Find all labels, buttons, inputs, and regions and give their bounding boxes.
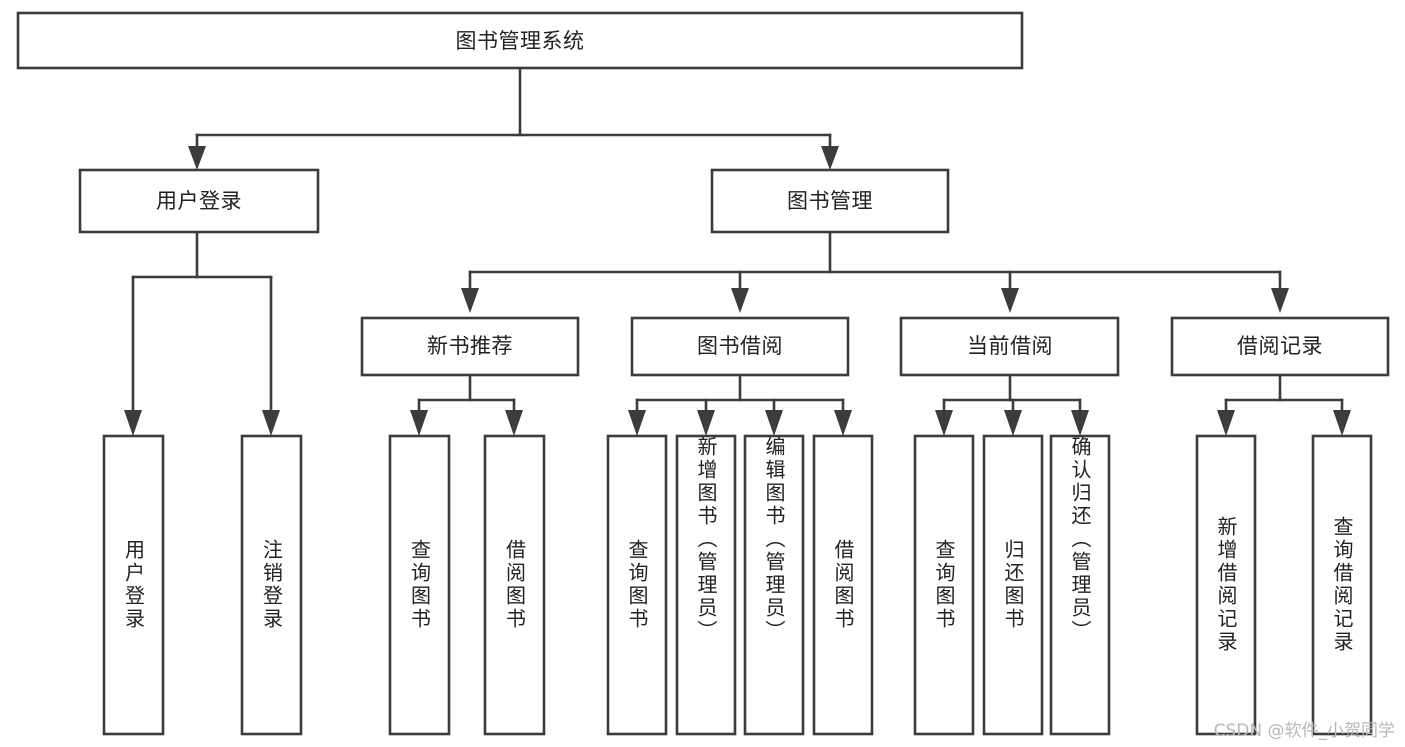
arrowhead-leaf-query-book-3	[935, 410, 953, 436]
arrowhead-leaf-edit-book	[765, 410, 783, 436]
node-current-borrow-label: 当前借阅	[967, 334, 1053, 358]
arrowhead-new-book-rec	[461, 288, 479, 313]
node-user-login-label: 用户登录	[156, 189, 242, 213]
arrowhead-current-borrow	[1001, 288, 1019, 313]
node-book-borrow-label: 图书借阅	[697, 334, 783, 358]
node-leaf-add-record-box[interactable]	[1195, 434, 1257, 736]
arrowhead-leaf-return-book	[1004, 410, 1022, 436]
node-book-manage-label: 图书管理	[787, 189, 873, 213]
arrowhead-leaf-borrow-book-1	[505, 410, 523, 436]
node-layer: 图书管理系统 用户登录 图书管理 新书推荐 图书借阅 当前借阅 借阅记录	[16, 11, 1390, 736]
node-new-book-rec-label: 新书推荐	[427, 334, 513, 358]
node-root-box[interactable]	[16, 11, 1024, 70]
node-leaf-add-book-box[interactable]	[675, 434, 737, 736]
node-leaf-query-book-3-box[interactable]	[913, 434, 975, 736]
node-borrow-record-label: 借阅记录	[1237, 334, 1323, 358]
arrowhead-leaf-add-book	[697, 410, 715, 436]
arrowhead-layer	[124, 146, 1351, 436]
node-leaf-query-book-1-box[interactable]	[388, 434, 451, 736]
node-book-manage-box[interactable]	[710, 168, 950, 234]
arrowhead-leaf-add-record	[1217, 410, 1235, 436]
node-leaf-user-login-box[interactable]	[102, 434, 165, 736]
arrowhead-leaf-borrow-book-2	[834, 410, 852, 436]
arrowhead-leaf-query-record	[1333, 410, 1351, 436]
arrowhead-borrow-record	[1271, 288, 1289, 313]
node-leaf-logout-login-box[interactable]	[240, 434, 303, 736]
arrowhead-leaf-logout-login	[262, 410, 280, 436]
arrowhead-book-borrow	[731, 288, 749, 313]
arrowhead-leaf-confirm-return	[1071, 410, 1089, 436]
node-leaf-query-book-2-box[interactable]	[606, 434, 668, 736]
node-leaf-query-record-box[interactable]	[1311, 434, 1373, 736]
node-new-book-rec-box[interactable]	[360, 316, 580, 377]
node-leaf-confirm-return-box[interactable]	[1049, 434, 1111, 736]
arrowhead-leaf-user-login	[124, 410, 142, 436]
arrowhead-leaf-query-book-1	[410, 410, 428, 436]
node-leaf-borrow-book-2-box[interactable]	[812, 434, 874, 736]
arrowhead-user-login	[188, 146, 206, 170]
node-leaf-edit-book-box[interactable]	[743, 434, 805, 736]
node-leaf-borrow-book-1-box[interactable]	[483, 434, 546, 736]
node-leaf-return-book-box[interactable]	[982, 434, 1044, 736]
node-current-borrow-box[interactable]	[899, 316, 1120, 377]
arrowhead-leaf-query-book-2	[628, 410, 646, 436]
node-user-login-box[interactable]	[78, 168, 320, 234]
node-book-borrow-box[interactable]	[630, 316, 850, 377]
arrowhead-book-manage	[821, 146, 839, 170]
node-borrow-record-box[interactable]	[1170, 316, 1390, 377]
node-root-label: 图书管理系统	[456, 29, 585, 53]
